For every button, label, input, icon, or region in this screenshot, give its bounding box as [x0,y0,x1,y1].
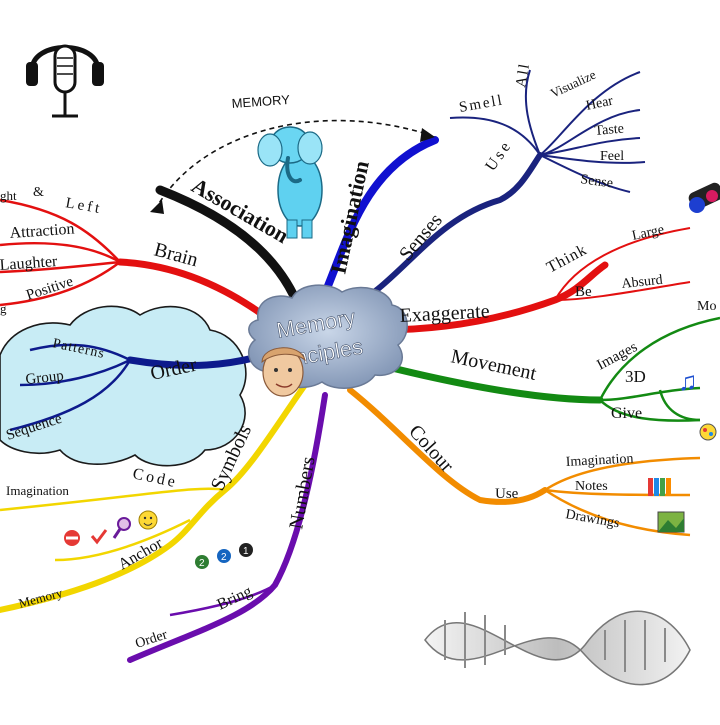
memory-arc-arrow-left [150,200,164,214]
movement-3d-label: 3D [625,367,646,386]
paint-palette-icon [699,423,717,441]
exaggerate-large-label: Large [631,223,666,244]
movement-mo-label: Mo [697,299,716,314]
movement-give-label: Give [611,405,642,422]
exaggerate-be-label: Be [575,284,592,300]
movement-subbranches [598,316,720,422]
brain-ampersand-label: & [33,185,44,200]
exaggerate-absurd-label: Absurd [621,273,664,292]
colour-imagination-label: Imagination [565,451,633,470]
check-icon [90,529,108,545]
number-badge-1: 2 [199,558,205,569]
senses-branch [342,152,543,313]
senses-all-label: All [513,61,533,89]
picture-icon [657,511,685,533]
colour-use-label: Use [495,486,519,502]
memory-arc-arrow-right [420,128,435,142]
senses-smell-label: Smell [458,92,505,116]
headphones-microphone-icon [26,44,104,118]
brain-branch [116,258,274,324]
order-subbranches [9,343,132,432]
brain-subbranches [0,198,121,307]
number-badge-3: 1 [243,546,249,557]
smiley-icon [138,510,158,530]
brain-right-label: ght [0,188,17,203]
senses-item-hear: Hear [585,94,615,114]
order-group-label: Group [25,368,65,388]
numbers-branch [127,392,328,663]
symbols-subbranches [0,487,226,562]
numbers-subbranches [169,583,276,617]
markers-icon [648,478,671,496]
brain-laughter-label: Laughter [0,253,59,274]
exaggerate-think-label: Think [544,241,590,276]
colour-branch [347,387,548,505]
senses-use-label: Use [482,137,515,175]
colour-notes-label: Notes [575,479,608,494]
brain-attraction-label: Attraction [9,221,75,242]
thinking-head-image [261,347,306,397]
colour-drawings-label: Drawings [564,507,620,531]
imagination-label: Imagination [325,158,373,276]
elephant-image [257,126,323,239]
symbols-branch [0,382,308,613]
number-badges: 2 2 1 [195,543,253,569]
imagination-branch [316,136,439,309]
exaggerate-subbranches [554,227,691,301]
senses-subbranches [449,69,646,193]
symbols-memory-label: Memory [17,585,65,611]
senses-item-feel: Feel [600,149,624,164]
brain-positive-label: Positive [24,274,75,304]
senses-item-taste: Taste [594,121,625,139]
movement-branch [376,361,604,404]
exaggerate-label: Exaggerate [399,300,490,327]
dna-image [424,610,691,686]
music-notes-icon: ♫ [678,367,698,396]
colour-subbranches [544,456,701,537]
number-badge-2: 2 [221,552,227,563]
telescope-icon [688,182,720,213]
movement-label: Movement [449,345,539,385]
brain-g-label: g [0,301,7,316]
magnifier-icon [117,517,131,531]
senses-item-visualize: Visualize [548,67,598,101]
numbers-label: Numbers [285,455,319,531]
brain-left-label: Left [64,195,103,217]
memory-arc [154,119,431,211]
exaggerate-branch [376,261,609,334]
symbol-icons [64,510,158,546]
symbols-imagination-label: Imagination [6,483,69,498]
symbols-code-label: Code [131,465,179,491]
senses-item-sense: Sense [579,172,613,191]
memory-arc-label: MEMORY [231,92,290,111]
